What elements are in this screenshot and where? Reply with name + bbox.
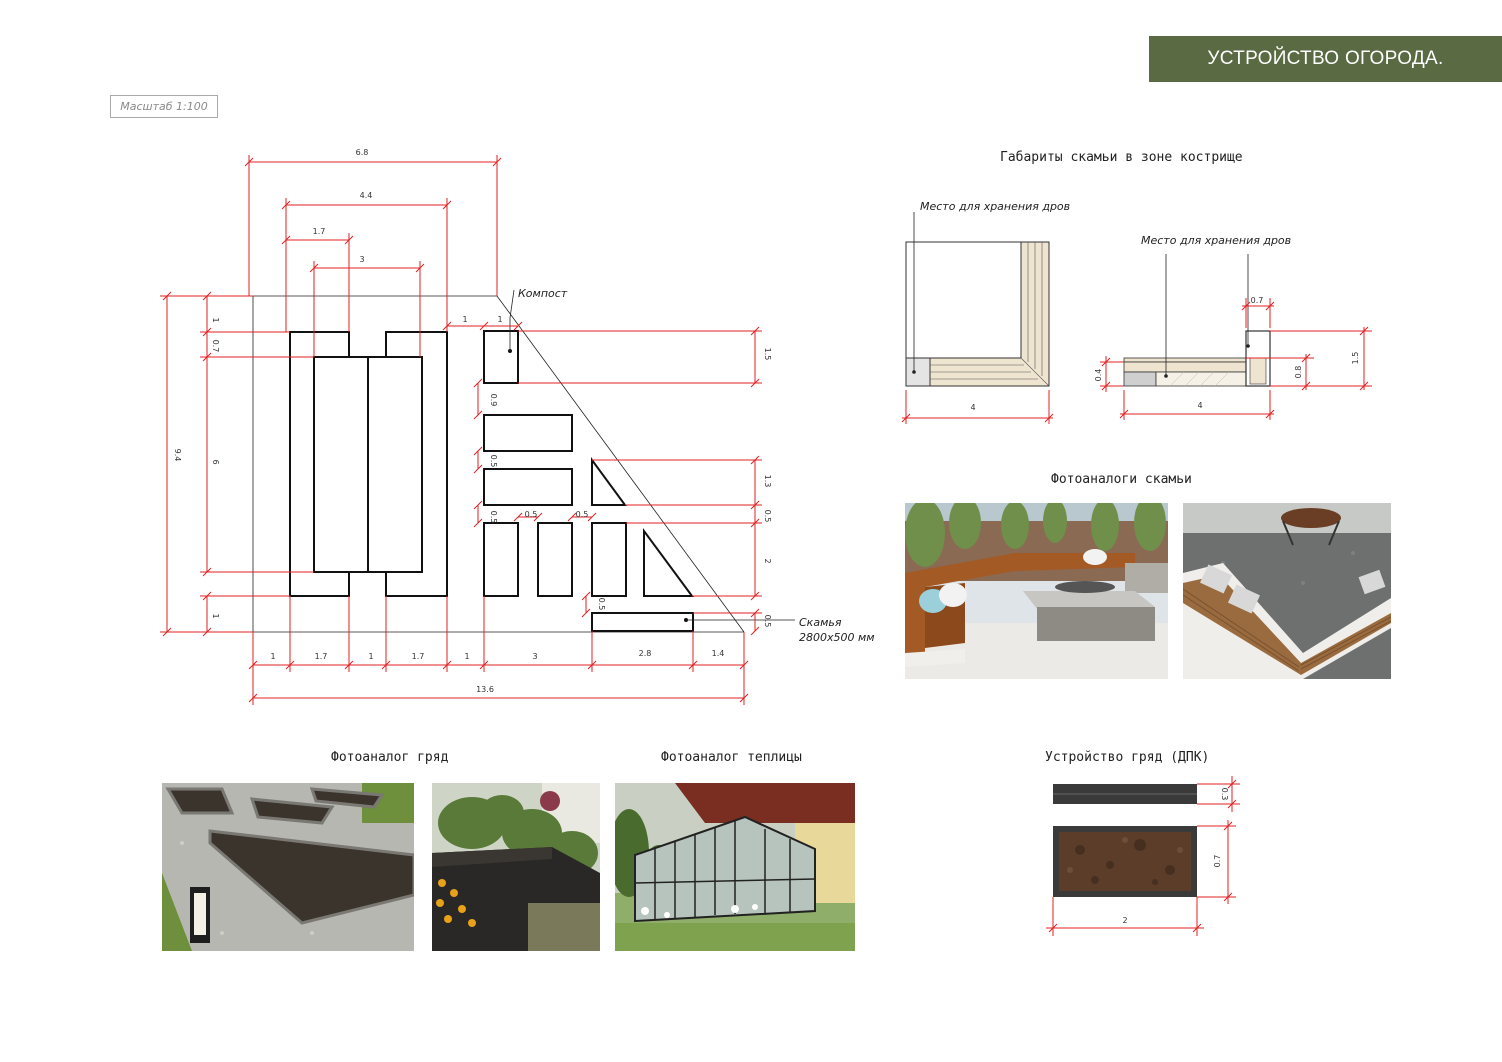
- bed-inner-left: [313, 356, 369, 573]
- compost-bin: [483, 330, 519, 384]
- dim-bot-1-4: 1.4: [712, 649, 725, 658]
- bench-section-dim-w: 4: [1197, 401, 1202, 410]
- bed-triangle-2: [643, 527, 694, 597]
- beds-photo-2: [432, 783, 600, 951]
- beds-detail-drawing: 0.3 0.7 2: [1046, 776, 1240, 936]
- dim-left-0-7: 0.7: [211, 340, 220, 353]
- bed-triangle-1: [591, 456, 627, 506]
- bench-label-2: 2800x500 мм: [799, 631, 875, 644]
- bench-section-title: Габариты скамьи в зоне кострище: [1000, 150, 1243, 165]
- dim-left-9-4: 9.4: [173, 449, 182, 462]
- page-title-banner: УСТРОЙСТВО ОГОРОДА.: [1149, 36, 1502, 82]
- dim-right-0-5b: 0.5: [763, 615, 772, 628]
- dim-left-6: 6: [211, 459, 220, 464]
- beds-photo-1: [162, 783, 414, 951]
- dim-left-1b: 1: [211, 613, 220, 618]
- dim-bot-1b: 1: [368, 652, 373, 661]
- dim-mid-0-5b: 0.5: [489, 511, 498, 524]
- bed-vertical-1: [483, 522, 519, 597]
- dim-bot-1-7b: 1.7: [412, 652, 425, 661]
- dim-bot-2-8: 2.8: [639, 649, 652, 658]
- page-title: УСТРОЙСТВО ОГОРОДА.: [1207, 48, 1444, 69]
- dim-right-1-5: 1.5: [763, 348, 772, 361]
- scale-label: Масштаб 1:100: [110, 95, 218, 118]
- dim-right-2: 2: [763, 558, 772, 563]
- dim-mid-0-5e: 0.5: [597, 598, 606, 611]
- bed-vertical-3: [591, 522, 627, 597]
- dim-right-0-5a: 0.5: [763, 510, 772, 523]
- storage-label-1: Место для хранения дров: [920, 200, 1070, 213]
- dim-top-6-8: 6.8: [356, 148, 369, 157]
- dim-mid-0-5a: 0.5: [489, 455, 498, 468]
- bench-section-dim-04: 0.4: [1094, 369, 1103, 382]
- dim-bot-3: 3: [532, 652, 537, 661]
- bench-section-dim-15: 1.5: [1351, 352, 1360, 365]
- greenhouse-photo: [615, 783, 855, 951]
- bed-horizontal-1: [483, 414, 573, 452]
- bed-inner-right: [367, 356, 423, 573]
- storage-label-2: Место для хранения дров: [1141, 234, 1291, 247]
- bench-photo-1: [905, 503, 1168, 679]
- dim-bot-1-7a: 1.7: [315, 652, 328, 661]
- dim-left-1a: 1: [211, 317, 220, 322]
- dim-bot-1c: 1: [464, 652, 469, 661]
- bench-plan: [591, 612, 694, 632]
- beds-dim-depth: 0.7: [1213, 855, 1222, 868]
- beds-photos-title: Фотоаналог гряд: [331, 750, 449, 765]
- dim-top-4-4: 4.4: [360, 191, 373, 200]
- dim-mid-1a: 1: [462, 315, 467, 324]
- dimension-labels: 6.8 4.4 1.7 3 9.4 1 0.7 6 1 1 1 0.9 0.5 …: [173, 148, 772, 694]
- compost-label: Компост: [518, 287, 568, 300]
- garden-beds: [289, 330, 694, 632]
- dim-mid-1b: 1: [497, 315, 502, 324]
- dim-mid-0-5d: 0.5: [576, 510, 589, 519]
- dimension-lines: [160, 155, 762, 705]
- bench-photos-title: Фотоаналоги скамьи: [1051, 472, 1192, 487]
- dimension-ticks: [162, 157, 760, 703]
- beds-dim-height: 0.3: [1220, 788, 1229, 801]
- garden-plan-drawing: Компост Скамья 2800x500 мм: [160, 148, 875, 705]
- dim-mid-0-9: 0.9: [489, 394, 498, 407]
- dim-right-1-3: 1.3: [763, 475, 772, 488]
- bench-section-dim-08: 0.8: [1294, 366, 1303, 379]
- dim-top-3: 3: [359, 255, 364, 264]
- dim-bot-1a: 1: [270, 652, 275, 661]
- bed-horizontal-2: [483, 468, 573, 506]
- bed-vertical-2: [537, 522, 573, 597]
- bench-plan-dim: 4: [970, 403, 975, 412]
- bench-dimension-drawing: Место для хранения дров 4 Место для хран…: [901, 200, 1372, 424]
- bench-section-dim-07: 0.7: [1251, 296, 1264, 305]
- greenhouse-photo-title: Фотоаналог теплицы: [661, 750, 802, 765]
- dim-top-1-7: 1.7: [313, 227, 326, 236]
- bench-photo-2: [1183, 503, 1391, 679]
- dim-mid-0-5c: 0.5: [525, 510, 538, 519]
- bench-label-1: Скамья: [799, 616, 842, 629]
- dim-bot-13-6: 13.6: [476, 685, 494, 694]
- beds-detail-title: Устройство гряд (ДПК): [1045, 750, 1210, 765]
- beds-dim-width: 2: [1122, 916, 1127, 925]
